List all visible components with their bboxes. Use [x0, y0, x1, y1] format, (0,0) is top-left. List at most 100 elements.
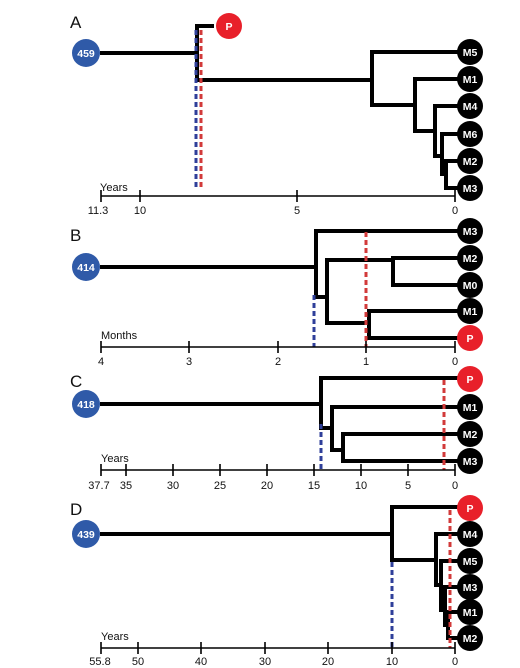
panel-d-tree	[100, 505, 460, 640]
panel-a-tick-label: 10	[134, 205, 146, 217]
panel-a-tip-m5-label: M5	[463, 47, 478, 59]
panel-a-axis-unit: Years	[100, 182, 128, 194]
panel-a-root-label: 459	[77, 48, 95, 60]
panel-d-root-node	[72, 520, 100, 548]
panel-c-tick-label: 0	[452, 480, 458, 492]
panel-c-tick-label: 15	[308, 480, 320, 492]
panel-b-tick-label: 3	[186, 356, 192, 368]
panel-c-tip-m3: M3	[457, 448, 483, 474]
panel-b-tip-m0-node	[457, 272, 483, 298]
panel-d-tick-label: 30	[259, 656, 271, 668]
panel-b-tree	[100, 229, 460, 340]
panel-d-tip-m4-label: M4	[463, 529, 478, 541]
panel-a-tip-m3-label: M3	[463, 183, 478, 195]
panel-c-tip-m3-label: M3	[463, 456, 478, 468]
panel-b-tip-m2: M2	[457, 245, 483, 271]
panel-d-tip-m2-label: M2	[463, 633, 478, 645]
panel-a-tip-m2: M2	[457, 148, 483, 174]
panel-d-tick-label: 10	[386, 656, 398, 668]
panel-c: C 418 P M1 M2	[70, 366, 483, 492]
panel-c-tree	[100, 376, 460, 463]
panel-d-tip-m5-label: M5	[463, 556, 478, 568]
panel-b-tip-m3-label: M3	[463, 226, 478, 238]
panel-a-tip-m1-label: M1	[463, 74, 478, 86]
panel-a-tip-m2-node	[457, 148, 483, 174]
panel-d-tip-m2: M2	[457, 625, 483, 651]
panel-a-tip-p-label: P	[225, 21, 232, 33]
panel-c-root-node	[72, 390, 100, 418]
panel-a-tip-m3: M3	[457, 175, 483, 201]
panel-d-tip-m1: M1	[457, 599, 483, 625]
panel-b-tip-m3: M3	[457, 218, 483, 244]
panel-c-axis: Years 37.7 35 30 25 20 15 10 5 0	[88, 453, 458, 492]
panel-b-tip-m1-node	[457, 298, 483, 324]
panel-a-tip-m6: M6	[457, 121, 483, 147]
panel-b-tip-p-label: P	[466, 333, 473, 345]
panel-d-tip-m5-node	[457, 548, 483, 574]
panel-d-tick-label: 55.8	[89, 656, 110, 668]
panel-b-tip-m0: M0	[457, 272, 483, 298]
panel-c-tip-m1-node	[457, 394, 483, 420]
panel-b-tick-label: 4	[98, 356, 104, 368]
panel-c-axis-unit: Years	[101, 453, 129, 465]
panel-c-tip-m2: M2	[457, 421, 483, 447]
panel-c-tick-label: 5	[405, 480, 411, 492]
panel-c-label: C	[70, 372, 82, 391]
panel-a-root-node	[72, 39, 100, 67]
panel-d: D 439 P M4	[70, 495, 483, 668]
panel-a-tip-m5-node	[457, 39, 483, 65]
panel-b-tip-p-node	[457, 325, 483, 351]
panel-d-tip-p: P	[457, 495, 483, 521]
panel-b-tick-label: 2	[275, 356, 281, 368]
panel-d-tip-m2-node	[457, 625, 483, 651]
panel-b-tip-m2-label: M2	[463, 253, 478, 265]
panel-d-tip-m3: M3	[457, 574, 483, 600]
panel-c-root-label: 418	[77, 399, 95, 411]
panel-a-tip-p: P	[216, 13, 242, 39]
panel-d-root-label: 439	[77, 529, 95, 541]
panel-a-tree	[100, 24, 460, 190]
panel-b-root-label: 414	[77, 262, 95, 274]
panel-a-axis: Years 11.3 10 5 0	[88, 182, 458, 217]
panel-a-tip-m2-label: M2	[463, 156, 478, 168]
panel-d-tick-label: 0	[452, 656, 458, 668]
panel-b-tip-m0-label: M0	[463, 280, 478, 292]
panel-b: B 414 M3 M2 M0	[70, 218, 483, 368]
panel-d-tick-label: 40	[195, 656, 207, 668]
panel-d-axis-unit: Years	[101, 631, 129, 643]
panel-d-tick-label: 20	[322, 656, 334, 668]
panel-a-tip-m1-node	[457, 66, 483, 92]
panel-b-tick-label: 0	[452, 356, 458, 368]
panel-b-label: B	[70, 226, 81, 245]
panel-c-tick-label: 30	[167, 480, 179, 492]
panel-a-label: A	[70, 13, 82, 32]
panel-c-tip-m3-node	[457, 448, 483, 474]
panel-b-axis-unit: Months	[101, 330, 138, 342]
panel-a-tip-m5: M5	[457, 39, 483, 65]
panel-d-axis: Years 55.8 50 40 30 20 10 0	[89, 631, 458, 668]
panel-d-tip-m5: M5	[457, 548, 483, 574]
panel-a-tick-label: 11.3	[88, 205, 109, 217]
panel-c-tip-p-label: P	[466, 374, 473, 386]
panel-a-tip-m1: M1	[457, 66, 483, 92]
panel-a-tip-m3-node	[457, 175, 483, 201]
panel-d-tip-m3-node	[457, 574, 483, 600]
panel-b-tip-m1: M1	[457, 298, 483, 324]
panel-d-label: D	[70, 500, 82, 519]
panel-d-tick-label: 50	[132, 656, 144, 668]
panel-c-tip-p-node	[457, 366, 483, 392]
panel-a-tick-label: 5	[294, 205, 300, 217]
panel-c-tip-m2-label: M2	[463, 429, 478, 441]
panel-d-tip-p-node	[457, 495, 483, 521]
panel-d-tip-p-label: P	[466, 503, 473, 515]
panel-c-tip-m2-node	[457, 421, 483, 447]
panel-a-tip-p-node	[216, 13, 242, 39]
panel-b-root-node	[72, 253, 100, 281]
panel-b-tip-p: P	[457, 325, 483, 351]
panel-a-tick-label: 0	[452, 205, 458, 217]
panel-d-tip-m1-label: M1	[463, 607, 478, 619]
panel-c-tick-label: 10	[355, 480, 367, 492]
panel-a-tip-m4-label: M4	[463, 101, 478, 113]
panel-a-tip-m6-label: M6	[463, 129, 478, 141]
